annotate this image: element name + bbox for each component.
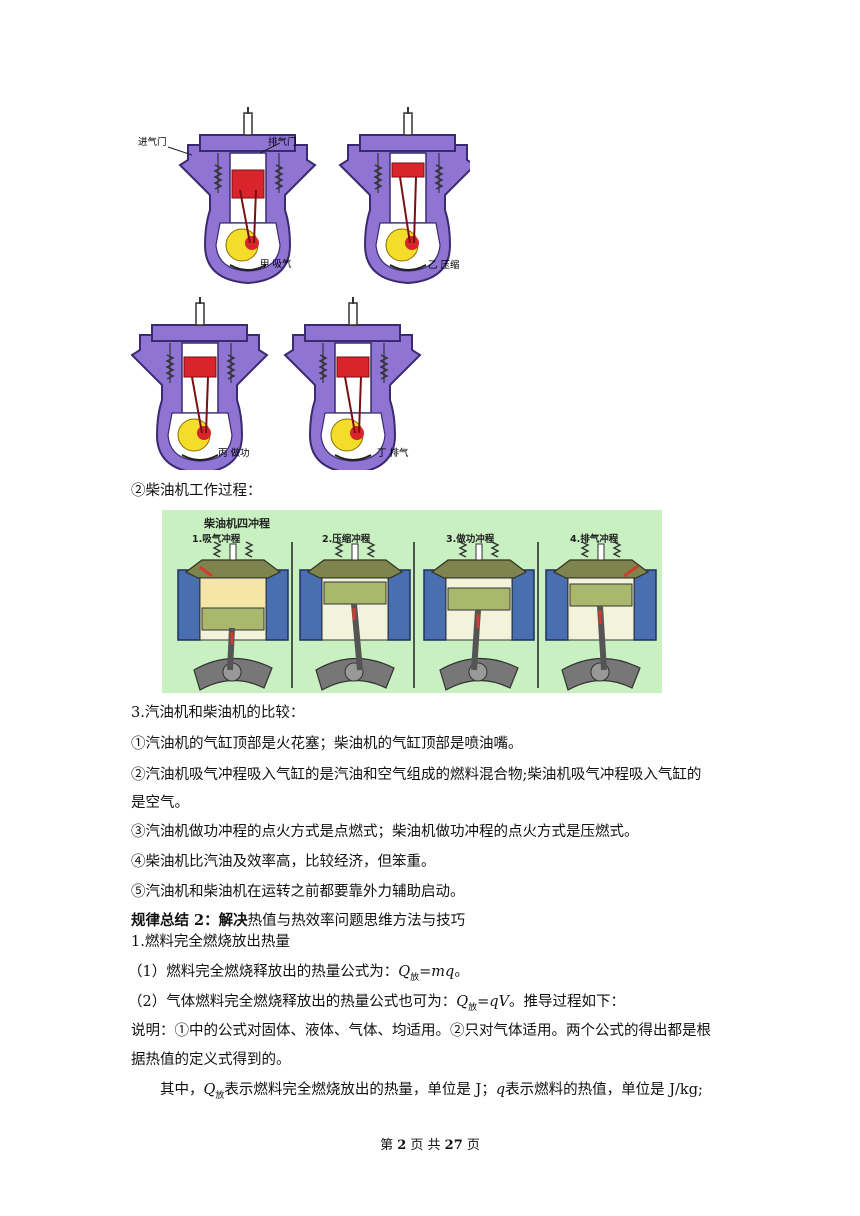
comparison-item-4: ④柴油机比汽油及效率高，比较经济，但笨重。 (131, 854, 436, 870)
explain-sub: 放 (215, 1090, 225, 1101)
explain-b: 表示燃料完全燃烧放出的热量，单位是 J； (224, 1082, 496, 1098)
diesel-stroke-2: 2.压缩冲程 (322, 533, 371, 545)
formula-1-eq: =mq (419, 964, 455, 980)
engine-yi (339, 106, 470, 284)
formula-1-end: 。 (454, 964, 469, 980)
diesel-panel-4 (545, 541, 657, 693)
engine-jia (179, 106, 316, 284)
formula-1-sub: 放 (410, 972, 420, 983)
formula-1-q: Q (398, 964, 411, 980)
footer-a: 第 (380, 1138, 398, 1153)
footer-total: 27 (444, 1138, 463, 1153)
diesel-stroke-3: 3.做功冲程 (446, 533, 495, 545)
page-footer: 第 2 页 共 27 页 (0, 1134, 860, 1153)
formula-2-q: Q (456, 994, 469, 1010)
explain-c: 表示燃料的热值，单位是 J/kg; (505, 1082, 703, 1098)
formula-2-end: 。推导过程如下： (509, 994, 626, 1010)
formula-2-sub: 放 (468, 1002, 478, 1013)
explain-q-small: q (495, 1082, 506, 1098)
label-yi: 乙 压缩 (428, 259, 460, 271)
explain-line: 其中，Q放表示燃料完全燃烧放出的热量，单位是 J；q表示燃料的热值，单位是 J/… (160, 1080, 703, 1106)
summary-bold: 规律总结 2：解决 (131, 912, 248, 929)
explain-q: Q (203, 1082, 216, 1098)
footer-b: 页 共 (406, 1138, 445, 1153)
explain-a: 其中， (160, 1082, 204, 1098)
comparison-item-2-cont: 是空气。 (131, 795, 189, 811)
label-exhaust-valve: 排气门 (268, 136, 297, 148)
diesel-figure-title: 柴油机四冲程 (203, 516, 270, 530)
gasoline-engine-figure: 进气门 排气门 甲 吸气 乙 压缩 丙 做功 丁 排气 (131, 106, 470, 470)
label-ding: 丁 排气 (377, 447, 409, 459)
comparison-title: 3.汽油机和柴油机的比较： (131, 705, 305, 721)
diesel-stroke-1: 1.吸气冲程 (192, 533, 241, 545)
formula-2: （2）气体燃料完全燃烧释放出的热量公式也可为：Q放=qV。推导过程如下： (128, 992, 625, 1018)
diesel-engine-figure: 柴油机四冲程 (162, 510, 662, 693)
summary-heading: 规律总结 2：解决热值与热效率问题思维方法与技巧 (131, 911, 465, 931)
comparison-item-1: ①汽油机的气缸顶部是火花塞；柴油机的气缸顶部是喷油嘴。 (131, 736, 523, 752)
diesel-panel-1 (177, 541, 289, 693)
comparison-item-5: ⑤汽油机和柴油机在运转之前都要靠外力辅助启动。 (131, 884, 465, 900)
summary-rest: 热值与热效率问题思维方法与技巧 (247, 913, 466, 929)
formula-1: （1）燃料完全燃烧释放出的热量公式为：Q放=mq。 (128, 962, 469, 988)
footer-c: 页 (462, 1138, 480, 1153)
section1-title: 1.燃料完全燃烧放出热量 (131, 934, 290, 950)
diesel-heading: ②柴油机工作过程： (131, 483, 262, 499)
note-line-1: 说明：①中的公式对固体、液体、气体、均适用。②只对气体适用。两个公式的得出都是根 (131, 1023, 711, 1039)
footer-page: 2 (397, 1138, 407, 1153)
diesel-panel-3 (423, 541, 535, 693)
label-jia: 甲 吸气 (260, 258, 292, 270)
diesel-panel-2 (299, 541, 411, 693)
comparison-item-3: ③汽油机做功冲程的点火方式是点燃式；柴油机做功冲程的点火方式是压燃式。 (131, 824, 639, 840)
label-intake-valve: 进气门 (138, 136, 167, 148)
engine-ding (284, 296, 421, 470)
formula-2-prefix: （2）气体燃料完全燃烧释放出的热量公式也可为： (128, 994, 457, 1010)
formula-1-prefix: （1）燃料完全燃烧释放出的热量公式为： (128, 964, 399, 980)
label-bing: 丙 做功 (218, 447, 250, 459)
comparison-item-2: ②汽油机吸气冲程吸入气缸的是汽油和空气组成的燃料混合物;柴油机吸气冲程吸入气缸的 (131, 767, 702, 783)
engine-bing (131, 296, 268, 470)
formula-2-eq: =qV (477, 994, 510, 1010)
diesel-stroke-4: 4.排气冲程 (570, 533, 619, 545)
note-line-2: 据热值的定义式得到的。 (131, 1052, 291, 1068)
